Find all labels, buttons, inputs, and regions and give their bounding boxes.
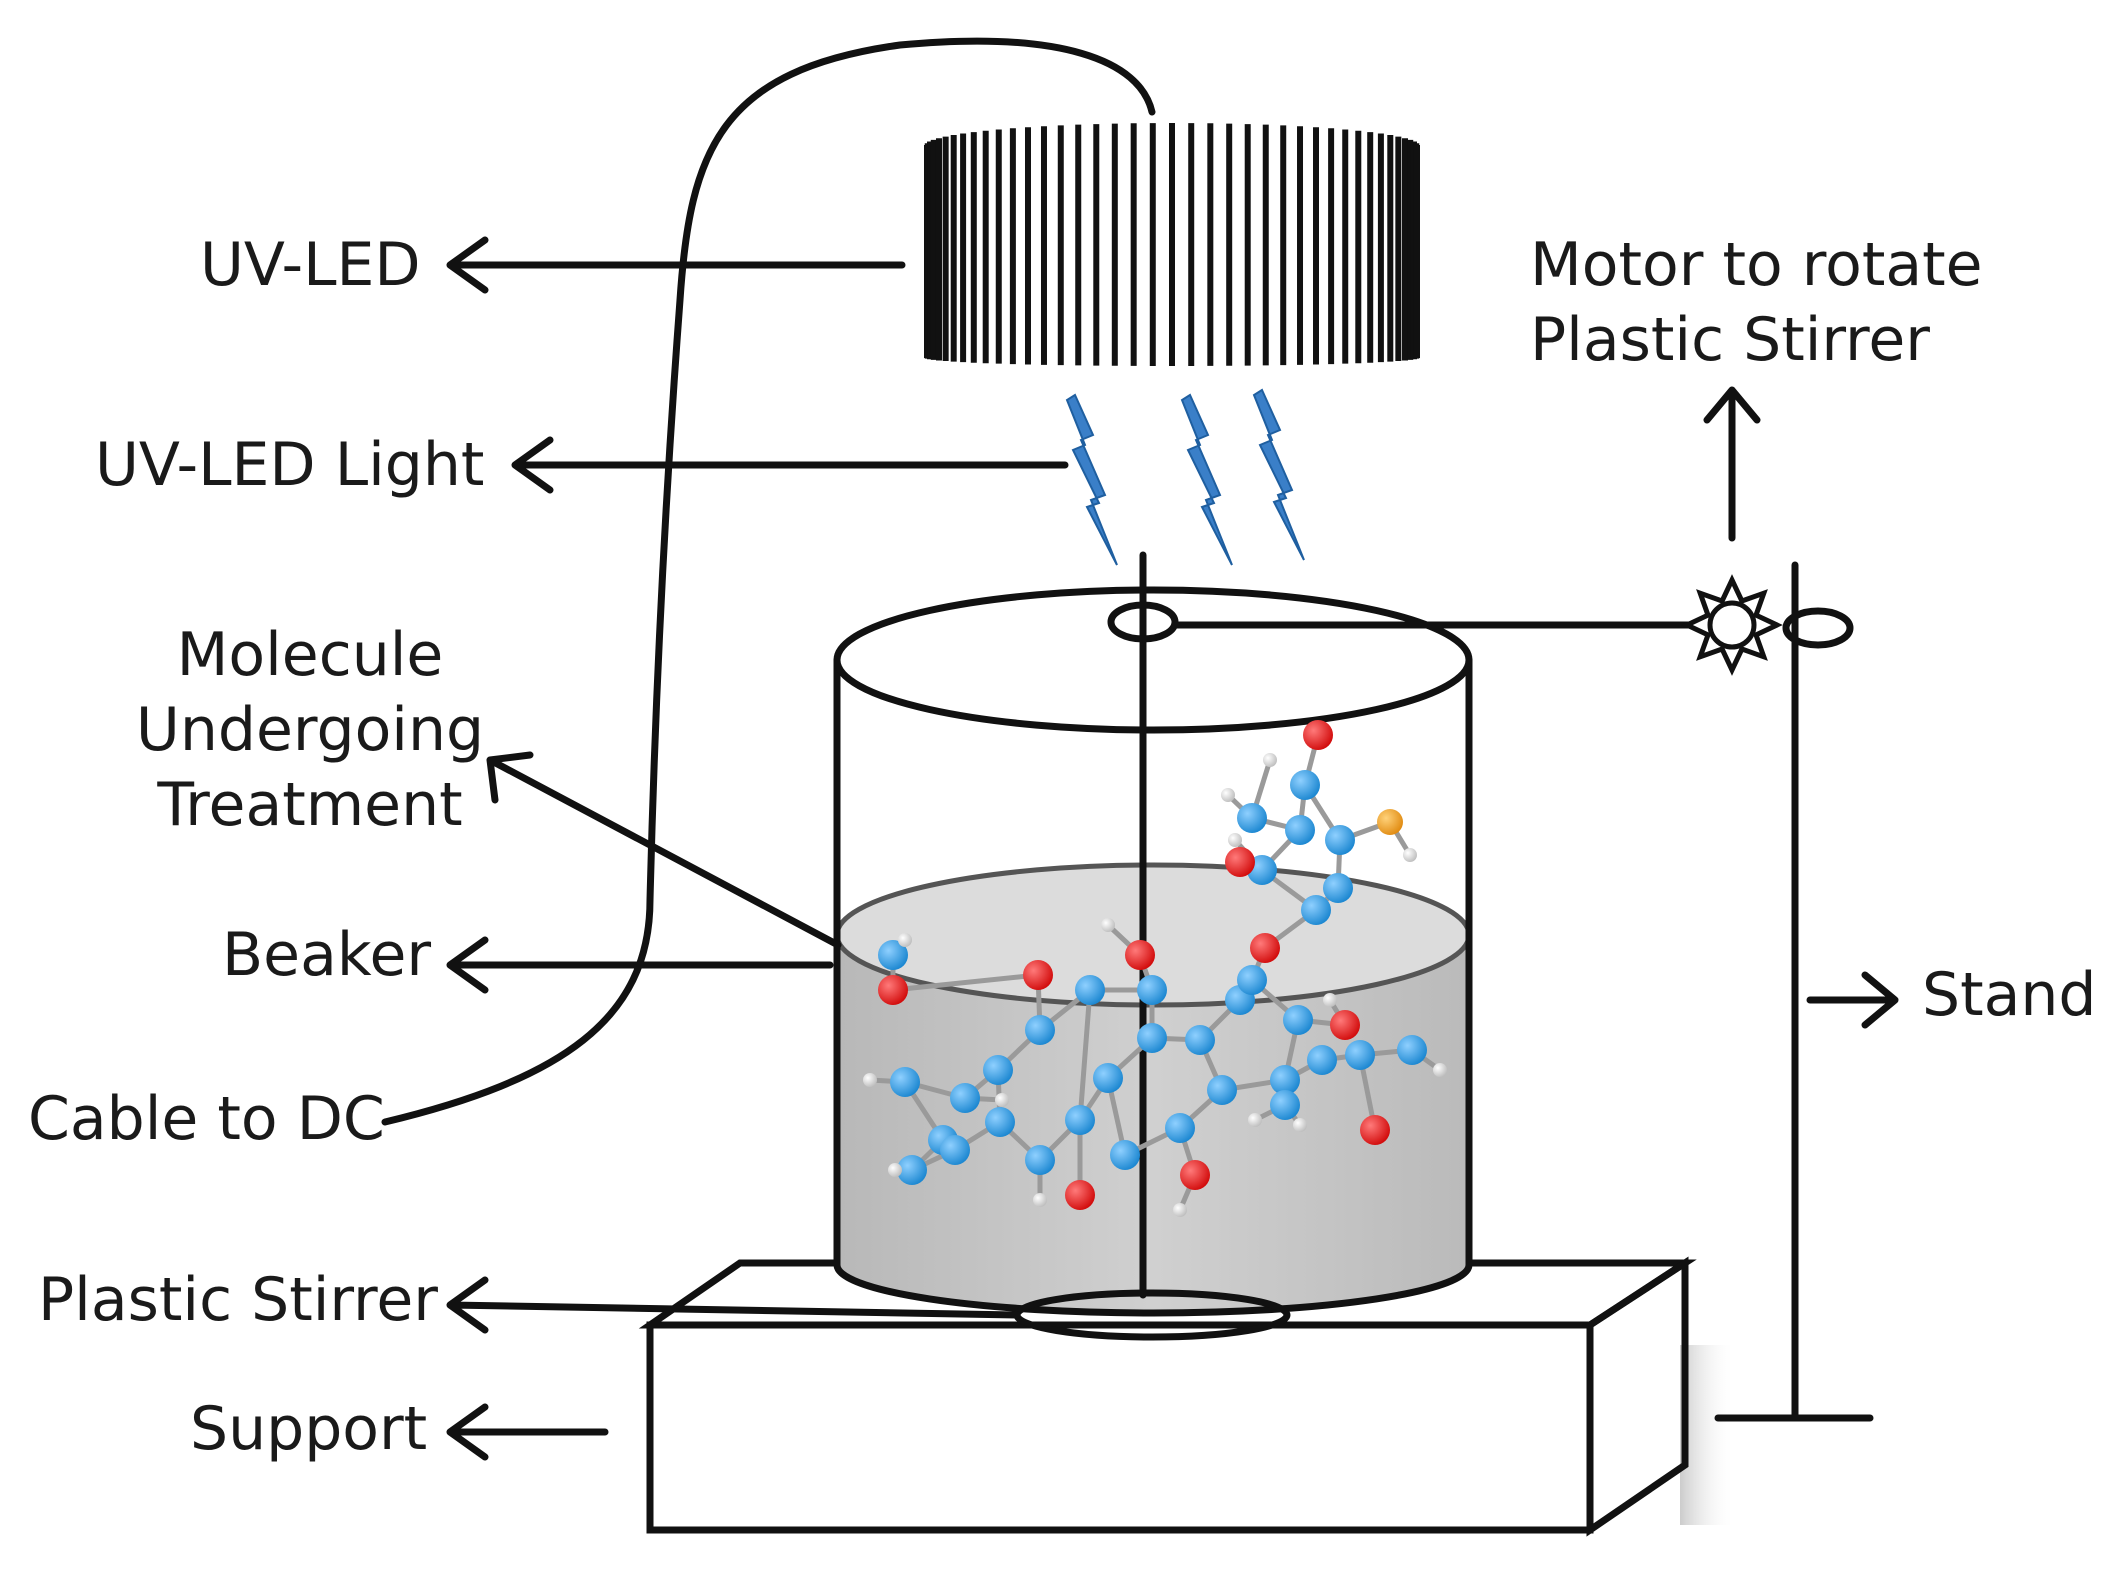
dc-cable <box>381 37 1156 1126</box>
molecule-atom-s <box>1377 809 1403 835</box>
motor-hub <box>1707 600 1757 650</box>
pointer-arrows <box>446 236 1899 1461</box>
molecule-atom-c <box>1237 965 1267 995</box>
label-motor-line1: Motor to rotate <box>1530 230 1983 300</box>
molecule-atom-o <box>1330 1010 1360 1040</box>
molecule-atom-h <box>1248 1113 1262 1127</box>
molecule-atom-c <box>1325 825 1355 855</box>
uv-light-bolt <box>1065 393 1118 566</box>
molecule-atom-c <box>1165 1113 1195 1143</box>
arrow-uv-led <box>446 236 906 294</box>
label-motor: Motor to rotate Plastic Stirrer <box>1530 228 1983 378</box>
arrow-support <box>446 1403 609 1461</box>
molecule-model <box>863 720 1447 1217</box>
uv-light-rays <box>1065 388 1305 566</box>
molecule-atom-h <box>995 1093 1009 1107</box>
molecule-atom-c <box>940 1135 970 1165</box>
label-plastic-stirrer: Plastic Stirrer <box>38 1265 438 1335</box>
molecule-atom-c <box>1093 1063 1123 1093</box>
label-stand: Stand <box>1922 960 2097 1030</box>
uv-light-bolt <box>1252 388 1305 561</box>
label-uv-led: UV-LED <box>200 230 421 300</box>
label-molecule-line3: Treatment <box>157 770 463 840</box>
motor-icon <box>1681 574 1783 676</box>
arrow-stand <box>1806 971 1899 1029</box>
molecule-atom-h <box>1221 788 1235 802</box>
label-uv-led-light: UV-LED Light <box>95 430 485 500</box>
molecule-atom-c <box>1345 1040 1375 1070</box>
label-molecule-line2: Undergoing <box>135 695 485 765</box>
molecule-atom-o <box>1180 1160 1210 1190</box>
molecule-atom-c <box>1397 1035 1427 1065</box>
molecule-atom-c <box>878 940 908 970</box>
molecule-bond <box>1077 989 1093 1121</box>
label-molecule: Molecule Undergoing Treatment <box>110 618 510 843</box>
label-beaker: Beaker <box>222 920 432 990</box>
label-cable: Cable to DC <box>28 1084 385 1154</box>
stand-clamp <box>1782 607 1854 649</box>
molecule-atom-h <box>898 933 912 947</box>
molecule-atom-c <box>1110 1140 1140 1170</box>
molecule-atom-c <box>897 1155 927 1185</box>
molecule-atom-c <box>983 1055 1013 1085</box>
molecule-bond <box>892 972 1039 993</box>
molecule-atom-h <box>1228 833 1242 847</box>
molecule-atom-c <box>1207 1075 1237 1105</box>
label-molecule-line1: Molecule <box>176 620 444 690</box>
arrow-motor <box>1703 386 1761 542</box>
molecule-atom-c <box>1307 1045 1337 1075</box>
molecule-atom-h <box>1323 993 1337 1007</box>
molecule-atom-c <box>1270 1090 1300 1120</box>
molecule-atom-h <box>1173 1203 1187 1217</box>
molecule-atom-c <box>1301 895 1331 925</box>
molecule-atom-h <box>863 1073 877 1087</box>
arrow-molecule <box>486 751 842 949</box>
molecule-atom-c <box>1237 803 1267 833</box>
molecule-atom-c <box>950 1083 980 1113</box>
molecule-atom-c <box>1025 1145 1055 1175</box>
molecule-atom-o <box>1303 720 1333 750</box>
molecule-atom-c <box>1137 975 1167 1005</box>
molecule-atom-c <box>1323 873 1353 903</box>
molecule-atom-c <box>1285 815 1315 845</box>
arrow-beaker <box>446 936 834 994</box>
molecule-atom-c <box>1185 1025 1215 1055</box>
molecule-atom-c <box>1137 1023 1167 1053</box>
molecule-atom-c <box>1025 1015 1055 1045</box>
molecule-atom-c <box>1283 1005 1313 1035</box>
molecule-atom-o <box>1360 1115 1390 1145</box>
molecule-atom-h <box>1101 918 1115 932</box>
arrow-plastic-stirrer <box>446 1276 1021 1334</box>
molecule-atom-h <box>1403 848 1417 862</box>
molecule-atom-c <box>1290 770 1320 800</box>
molecule-atom-o <box>1125 940 1155 970</box>
uv-led-array <box>924 123 1420 366</box>
uv-light-bolt <box>1180 393 1233 566</box>
molecule-atom-c <box>1065 1105 1095 1135</box>
molecule-atom-o <box>1065 1180 1095 1210</box>
label-support: Support <box>190 1394 428 1464</box>
arrow-uv-led-light <box>511 436 1069 494</box>
molecule-atom-c <box>1075 975 1105 1005</box>
molecule-atom-h <box>1033 1193 1047 1207</box>
molecule-atom-o <box>1023 960 1053 990</box>
stand <box>1714 561 1874 1422</box>
molecule-atom-h <box>1263 753 1277 767</box>
label-motor-line2: Plastic Stirrer <box>1530 305 1930 375</box>
molecule-atom-c <box>985 1107 1015 1137</box>
molecule-atom-o <box>878 975 908 1005</box>
molecule-atom-h <box>1433 1063 1447 1077</box>
molecule-atom-c <box>890 1067 920 1097</box>
molecule-atom-h <box>888 1163 902 1177</box>
molecule-atom-h <box>1293 1118 1307 1132</box>
molecule-atom-c <box>1270 1065 1300 1095</box>
molecule-atom-o <box>1250 933 1280 963</box>
molecule-atom-o <box>1225 847 1255 877</box>
